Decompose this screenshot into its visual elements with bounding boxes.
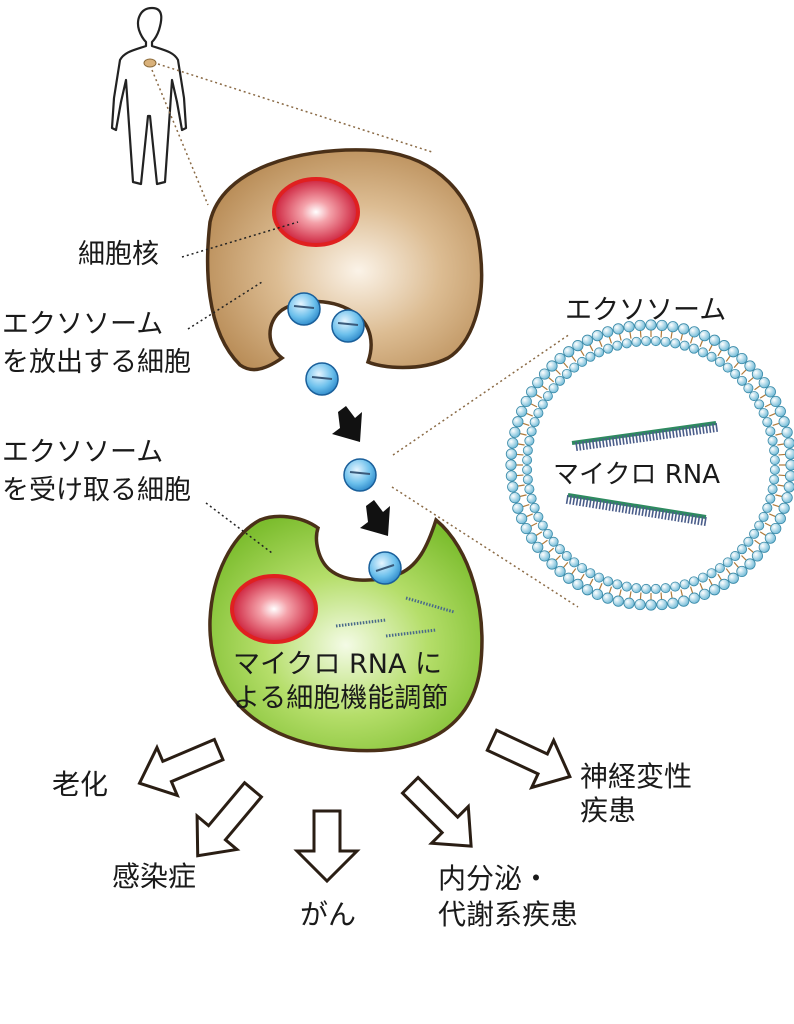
- exosome-lipid-bilayer: [505, 319, 794, 611]
- microrna-strand: [571, 421, 719, 452]
- zoom-line: [392, 333, 571, 456]
- releasing-cell-nucleus: [272, 177, 360, 247]
- receiving-cell-pointer: [205, 502, 273, 554]
- microrna-in-cell: [335, 596, 455, 638]
- nucleus-pointer: [181, 221, 299, 258]
- outcome-infection: 感染症: [112, 860, 197, 893]
- outcome-neuro-line2: 疾患: [580, 794, 637, 827]
- exosome: [331, 309, 365, 343]
- outcome-arrow-infection: [195, 780, 264, 858]
- exosome: [343, 458, 377, 492]
- outcome-arrow-neuro: [485, 728, 572, 790]
- zoom-line: [151, 69, 209, 206]
- human-body-icon: [110, 6, 188, 186]
- microrna-strand: [565, 493, 707, 527]
- outcome-aging: 老化: [52, 768, 109, 801]
- outcome-arrow-cancer: [293, 809, 361, 884]
- receiving-cell-label-line2: を受け取る細胞: [2, 475, 191, 506]
- exosome-lumen: [533, 347, 769, 583]
- organ-icon: [143, 58, 157, 68]
- zoom-line: [157, 63, 433, 153]
- regulation-label-line2: よる細胞機能調節: [233, 683, 449, 714]
- outcome-arrow-endocrine: [400, 775, 473, 848]
- releasing-cell-label-line2: を放出する細胞: [2, 347, 191, 378]
- exosome: [305, 362, 339, 396]
- exosome-title: エクソソーム: [565, 295, 727, 326]
- nucleus-label: 細胞核: [78, 239, 159, 270]
- releasing-cell-label-line1: エクソソーム: [2, 309, 164, 340]
- outcome-endocrine-line1: 内分泌・: [438, 862, 551, 895]
- receiving-cell-label-line1: エクソソーム: [2, 437, 164, 468]
- outcome-arrow-aging: [137, 737, 225, 798]
- outcome-neuro-line1: 神経変性: [580, 760, 693, 793]
- transfer-arrow: [360, 500, 390, 536]
- transfer-arrow: [332, 406, 362, 442]
- zoom-line: [391, 486, 579, 608]
- receiving-cell-nucleus: [230, 574, 318, 644]
- outcome-endocrine-line2: 代謝系疾患: [438, 898, 579, 931]
- exosome: [287, 292, 321, 326]
- outcome-cancer: がん: [300, 898, 357, 931]
- regulation-label-line1: マイクロ RNA に: [233, 649, 443, 680]
- microrna-label: マイクロ RNA: [553, 460, 721, 490]
- exosome: [368, 551, 402, 585]
